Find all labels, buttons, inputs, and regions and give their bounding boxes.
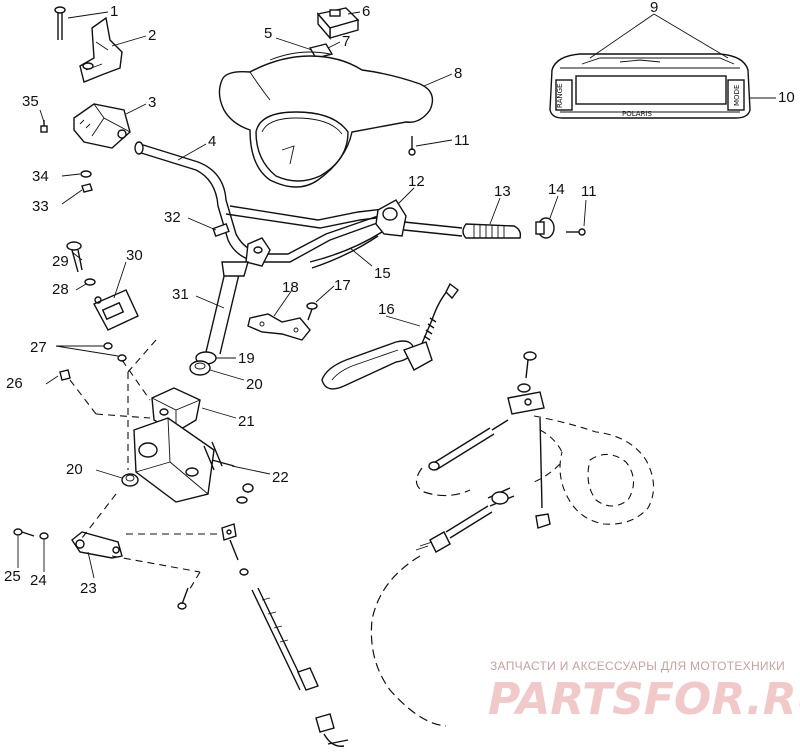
callout-5: 5 <box>264 25 272 42</box>
part-throttle-cable <box>221 483 349 747</box>
callout-30: 30 <box>126 247 143 264</box>
panel-left-button: RANGE <box>556 84 564 108</box>
part-handlebar-crossbar <box>225 205 393 267</box>
callout-14: 14 <box>548 181 565 198</box>
part-10-instrument-panel: RANGE MODE POLARIS <box>549 53 751 119</box>
callout-32: 32 <box>164 209 181 226</box>
callout-16: 16 <box>378 301 395 318</box>
callout-33: 33 <box>32 198 49 215</box>
callout-20-upper: 20 <box>246 376 263 393</box>
part-12-throttle-housing <box>375 199 463 237</box>
callout-21: 21 <box>238 413 255 430</box>
callout-7: 7 <box>342 33 350 50</box>
part-1-bolt <box>54 6 66 40</box>
callout-13: 13 <box>494 183 511 200</box>
callout-9: 9 <box>650 0 658 16</box>
part-16-tether <box>321 282 459 390</box>
callout-15: 15 <box>374 265 391 282</box>
callout-26: 26 <box>6 375 23 392</box>
callout-27: 27 <box>30 339 47 356</box>
callout-labels: 1 2 3 4 5 6 7 8 9 10 11 11 12 13 14 15 1… <box>4 0 795 597</box>
part-lower-bolt <box>177 587 189 610</box>
callout-19: 19 <box>238 350 255 367</box>
callout-24: 24 <box>30 572 47 589</box>
part-27-washers <box>103 342 127 362</box>
part-4-handlebar <box>134 141 263 263</box>
part-11-screw-upper <box>408 136 416 156</box>
part-23-pitman-arm <box>71 531 123 559</box>
part-31-steering-shaft <box>205 261 249 355</box>
part-carburetor-linkage <box>370 351 655 727</box>
part-13-grip <box>462 223 522 239</box>
callout-23: 23 <box>80 580 97 597</box>
part-20-lower-bushing <box>121 473 139 487</box>
part-15-cable <box>309 231 383 269</box>
part-22-pivot-block <box>133 417 235 503</box>
callout-4: 4 <box>208 133 216 150</box>
part-3-switch-housing <box>73 103 131 149</box>
watermark-caption: ЗАПЧАСТИ И АКСЕССУАРЫ ДЛЯ МОТОТЕХНИКИ <box>490 659 785 673</box>
callout-28: 28 <box>52 281 69 298</box>
part-28-washer <box>84 278 96 286</box>
callout-6: 6 <box>362 3 370 20</box>
callout-20-lower: 20 <box>66 461 83 478</box>
part-14-end-cap <box>535 217 555 239</box>
part-8-headlight-pod <box>218 51 434 188</box>
callout-2: 2 <box>148 27 156 44</box>
watermark-logo: PARTSFOR.RU <box>488 674 800 725</box>
part-34-washer <box>80 170 92 178</box>
callout-3: 3 <box>148 94 156 111</box>
callout-1: 1 <box>110 3 118 20</box>
panel-right-button: MODE <box>733 85 741 106</box>
part-18-cover-plate <box>247 313 311 341</box>
callout-34: 34 <box>32 168 49 185</box>
assembly-dash-lines <box>69 339 222 593</box>
part-17-screw <box>306 302 318 321</box>
part-11-screw-lower <box>566 228 586 236</box>
callout-29: 29 <box>52 253 69 270</box>
part-2-clamp-bracket <box>79 16 123 83</box>
part-32-clip <box>212 222 230 238</box>
part-33-nut <box>81 183 93 193</box>
part-25-bolt <box>13 528 35 537</box>
callout-18: 18 <box>282 279 299 296</box>
part-26-nut <box>59 369 71 381</box>
callout-12: 12 <box>408 173 425 190</box>
callout-11-lower: 11 <box>581 183 597 200</box>
callout-11-upper: 11 <box>454 132 470 149</box>
watermark: ЗАПЧАСТИ И АКСЕССУАРЫ ДЛЯ МОТОТЕХНИКИ PA… <box>488 659 800 725</box>
callout-31: 31 <box>172 286 189 303</box>
callout-17: 17 <box>334 277 351 294</box>
callout-8: 8 <box>454 65 462 82</box>
leader-lines <box>17 11 776 579</box>
panel-brand: POLARIS <box>622 110 653 118</box>
part-20-upper-bushing <box>189 360 211 376</box>
callout-25: 25 <box>4 568 21 585</box>
callout-10: 10 <box>778 89 795 106</box>
part-7-switch-bezel <box>308 43 334 59</box>
part-24-washer <box>39 532 49 540</box>
part-6-switch <box>316 7 360 40</box>
callout-35: 35 <box>22 93 39 110</box>
callout-22: 22 <box>272 469 289 486</box>
part-30-mounting-plate <box>93 289 139 331</box>
part-29-bolt <box>66 241 83 273</box>
